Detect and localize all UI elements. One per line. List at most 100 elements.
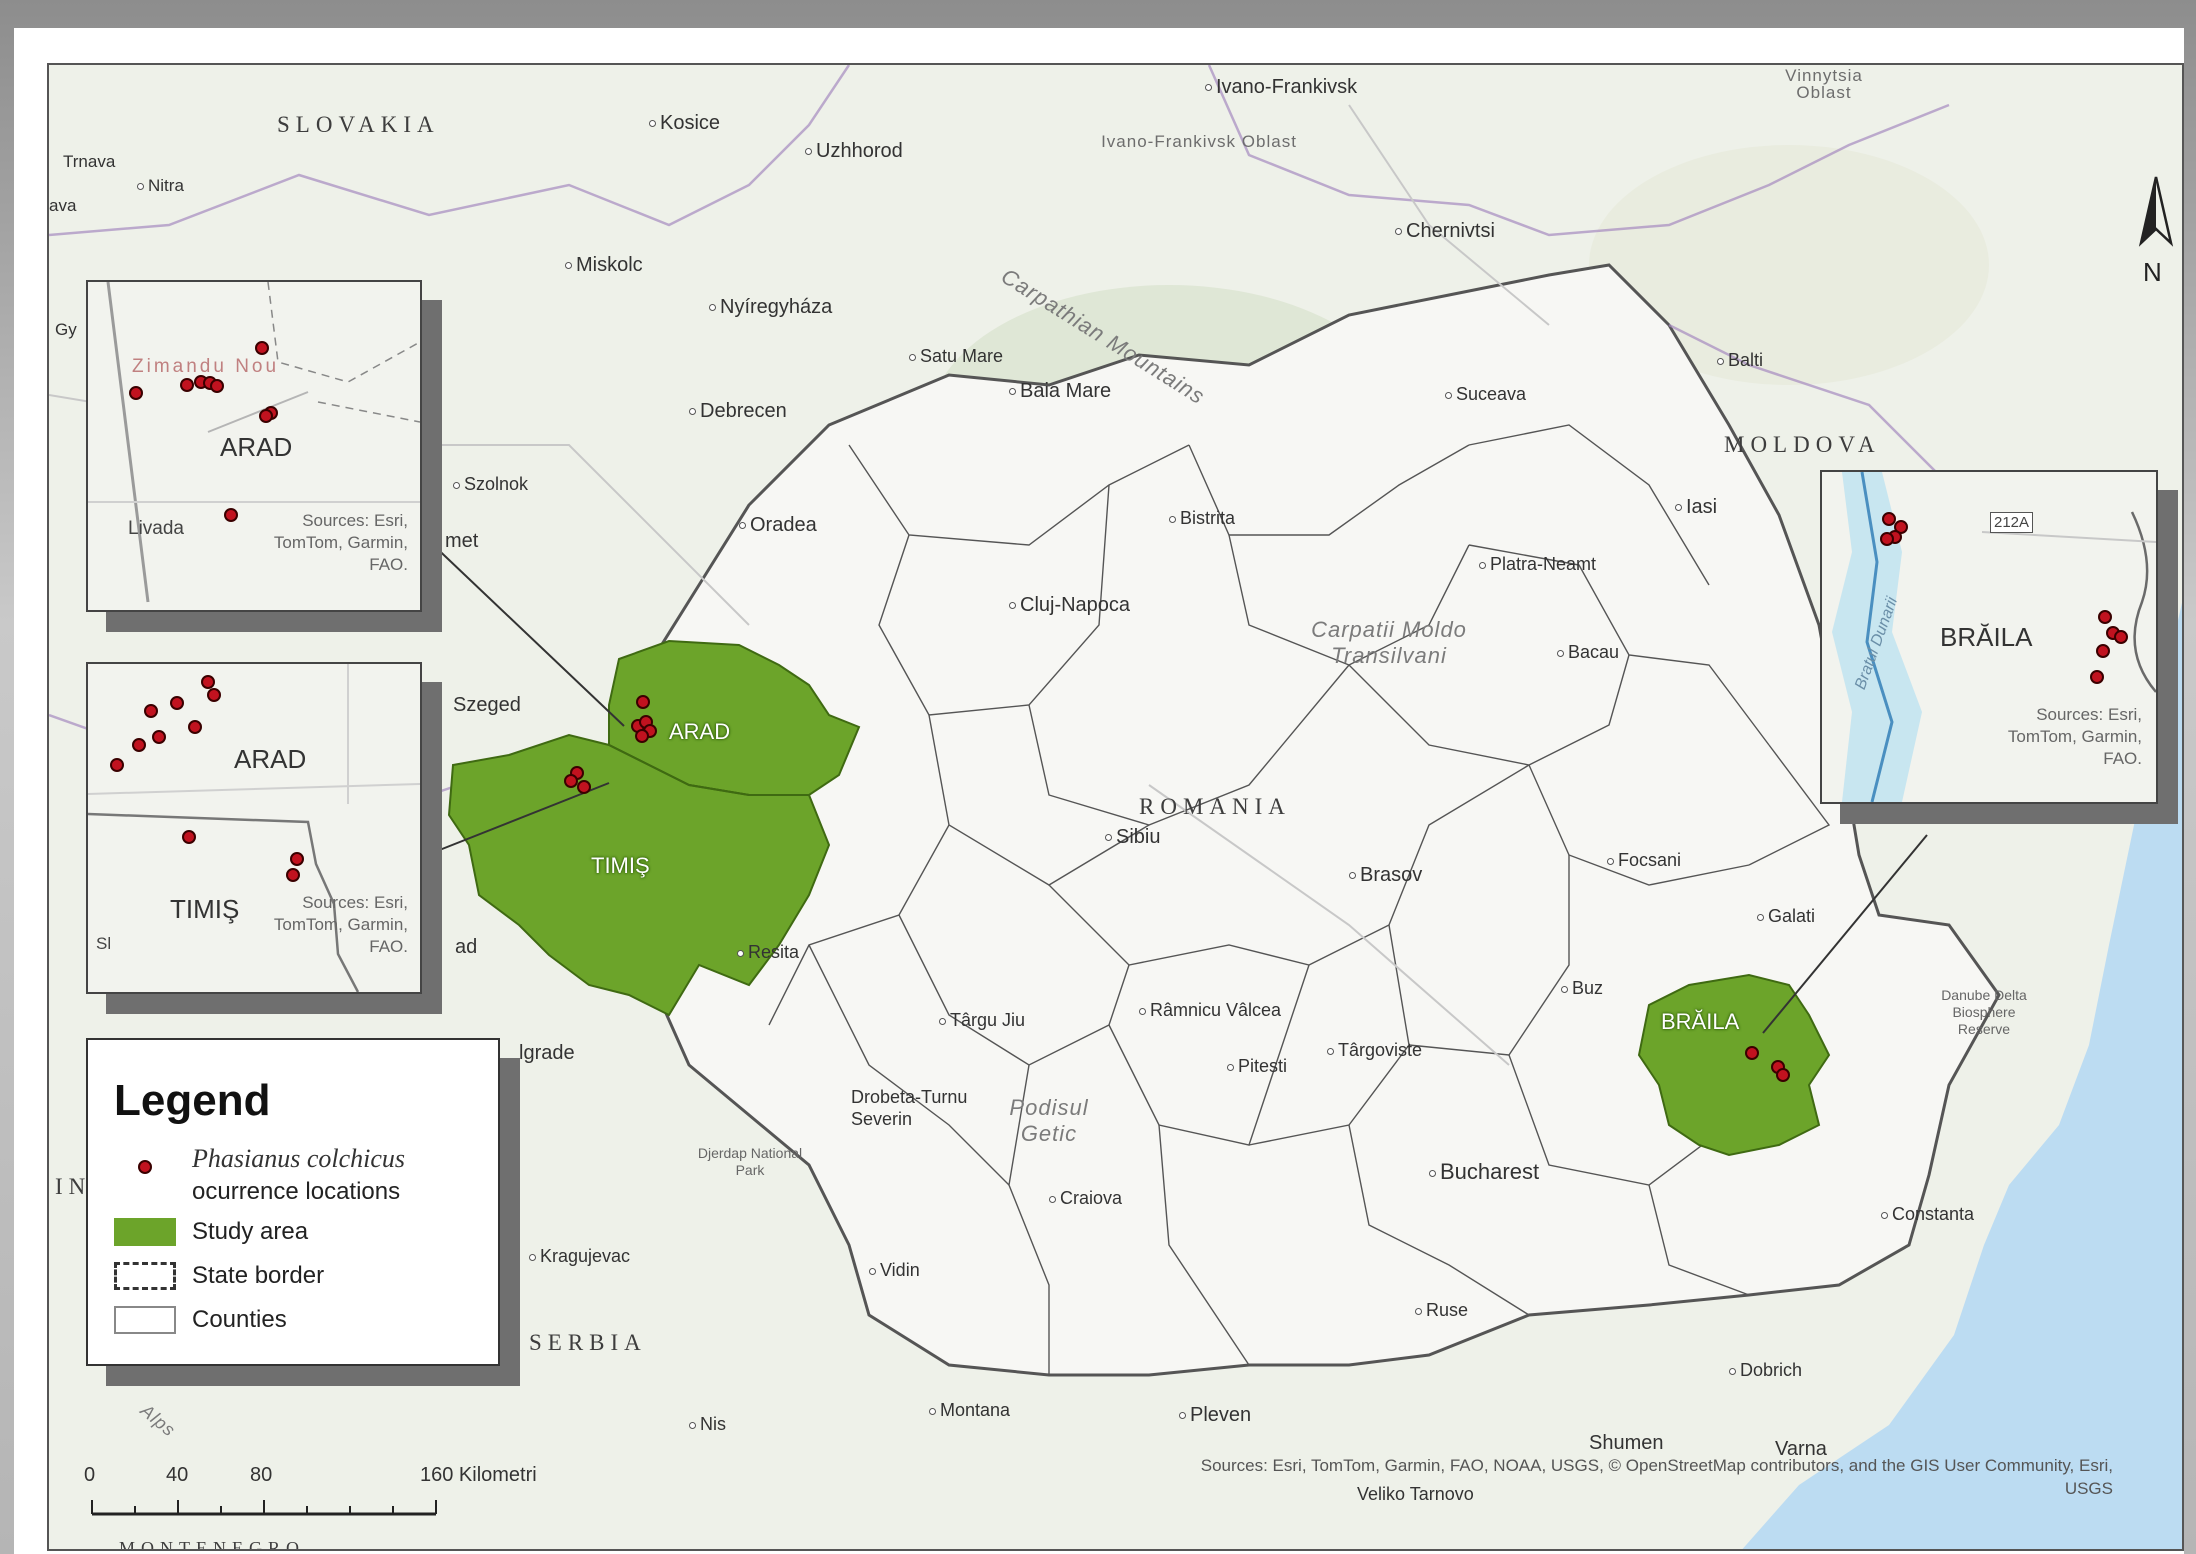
occurrence-point[interactable] (224, 508, 238, 522)
scale-tick-label: 80 (250, 1464, 273, 1486)
county-lines (768, 424, 1831, 1375)
inset-leader-lines (426, 538, 1928, 1034)
inset-arad-timis[interactable]: ARAD TIMIŞ Sl Sources: Esri, TomTom, Gar… (86, 662, 422, 994)
region-label: Danube Delta Biosphere Reserve (1941, 987, 2027, 1037)
occurrence-point[interactable] (152, 730, 166, 744)
city-label: Brasov (1349, 865, 1422, 885)
city-label: Trnava (63, 152, 116, 171)
occurrence-point[interactable] (1776, 1068, 1790, 1082)
occurrence-point[interactable] (255, 341, 269, 355)
inset-place-label: Zimandu Nou (132, 356, 280, 377)
city-label: Shumen (1589, 1432, 1664, 1454)
legend-species-name: Phasianus colchicus (192, 1144, 406, 1173)
map-panel[interactable]: SLOVAKIA MOLDOVA ROMANIA SERBIA MONTENEG… (47, 63, 2184, 1551)
legend-occurrence-label: ocurrence locations (192, 1178, 401, 1205)
country-label: SLOVAKIA (277, 112, 440, 137)
study-label-arad: ARAD (669, 719, 731, 744)
occurrence-point[interactable] (1745, 1046, 1759, 1060)
city-label: ava (49, 196, 77, 215)
occurrence-point[interactable] (286, 868, 300, 882)
occurrence-point[interactable] (207, 688, 221, 702)
city-label: Vidin (869, 1261, 920, 1279)
road-shield: 212A (1990, 512, 2034, 533)
occurrence-point[interactable] (1880, 532, 1894, 546)
city-label: Buz (1561, 979, 1603, 997)
occurrence-point[interactable] (564, 774, 578, 788)
occurrence-point[interactable] (290, 852, 304, 866)
country-label: IN (55, 1174, 92, 1199)
occurrence-point[interactable] (2098, 610, 2112, 624)
city-label: Galati (1757, 907, 1815, 925)
city-label: Bucharest (1429, 1161, 1539, 1183)
city-label: Oradea (739, 515, 817, 535)
city-label: Târgoviste (1327, 1041, 1422, 1059)
city-label: Suceava (1445, 385, 1526, 403)
occurrence-point[interactable] (129, 386, 143, 400)
mountain-label: Carpatii Moldo Transilvani (1311, 617, 1467, 669)
city-label: Resita (737, 943, 799, 961)
occurrence-point[interactable] (259, 409, 273, 423)
city-label: Bistrita (1169, 509, 1235, 527)
inset-sources: Sources: Esri, TomTom, Garmin, FAO. (273, 893, 408, 957)
city-label: Nitra (137, 177, 184, 194)
occurrence-point[interactable] (635, 729, 649, 743)
city-label: Miskolc (565, 255, 643, 275)
occurrence-point[interactable] (144, 704, 158, 718)
occurrence-point[interactable] (2114, 630, 2128, 644)
legend-occurrence-symbol (138, 1160, 152, 1174)
romania-outline (607, 263, 2001, 1377)
country-label: SERBIA (529, 1330, 647, 1355)
map-attribution: Sources: Esri, TomTom, Garmin, FAO, NOAA… (1200, 1456, 2113, 1498)
city-label: Nyíregyháza (709, 297, 832, 317)
north-arrow-icon (2138, 176, 2174, 247)
occurrence-point[interactable] (132, 738, 146, 752)
inset-basemap (88, 282, 420, 603)
black-sea (1742, 602, 2182, 1549)
city-label: Dobrich (1729, 1361, 1802, 1379)
occurrence-point[interactable] (110, 758, 124, 772)
city-label: Râmnicu Vâlcea (1139, 1001, 1281, 1019)
city-label: Sibiu (1105, 827, 1160, 847)
occurrence-point[interactable] (170, 696, 184, 710)
occurrence-point[interactable] (577, 780, 591, 794)
city-label: Szolnok (453, 475, 528, 493)
occurrence-point[interactable] (636, 695, 650, 709)
basemap (49, 65, 2182, 1549)
occurrence-point[interactable] (182, 830, 196, 844)
city-label: Constanta (1881, 1205, 1974, 1223)
city-label: Kragujevac (529, 1247, 630, 1265)
region-label: Vinnytsia Oblast (1785, 66, 1863, 102)
inset-braila[interactable]: 212A BRĂILA Bratul Dunarii Sources: Esri… (1820, 470, 2158, 804)
city-label: Veliko Tarnovo (1357, 1484, 1474, 1504)
city-label: Chernivtsi (1395, 221, 1495, 241)
legend-study-area-label: Study area (192, 1218, 309, 1245)
city-label: Drobeta-Turnu Severin (851, 1087, 968, 1129)
country-label: MOLDOVA (1724, 432, 1881, 457)
scale-bar-graphic (91, 1500, 437, 1516)
legend-counties-label: Counties (192, 1306, 287, 1333)
city-label: Pitesti (1227, 1057, 1287, 1075)
north-label: N (2143, 257, 2162, 287)
country-label: ROMANIA (1139, 794, 1291, 819)
city-label: met (445, 530, 479, 552)
occurrence-point[interactable] (2090, 670, 2104, 684)
legend-title: Legend (114, 1076, 271, 1125)
city-label: Platra-Neamt (1479, 555, 1596, 573)
scale-tick-label: 40 (166, 1464, 189, 1486)
occurrence-point[interactable] (2096, 644, 2110, 658)
north-arrow: N (2131, 173, 2181, 287)
plateau-label: Podisul Getic (1009, 1095, 1089, 1147)
city-label: Debrecen (689, 401, 787, 421)
occurrence-point[interactable] (1882, 512, 1896, 526)
inset-basemap (88, 664, 420, 992)
city-label: Montana (929, 1401, 1010, 1419)
city-label: Focsani (1607, 851, 1681, 869)
inset-arad-zimandu[interactable]: Zimandu Nou ARAD Livada Sources: Esri, T… (86, 280, 422, 612)
scale-bar: 0 40 80 160 Kilometri (84, 1464, 537, 1524)
occurrence-point[interactable] (201, 675, 215, 689)
city-label: Baia Mare (1009, 381, 1111, 401)
occurrence-point[interactable] (188, 720, 202, 734)
occurrence-point[interactable] (210, 379, 224, 393)
city-label: Satu Mare (909, 347, 1003, 365)
occurrence-point[interactable] (180, 378, 194, 392)
